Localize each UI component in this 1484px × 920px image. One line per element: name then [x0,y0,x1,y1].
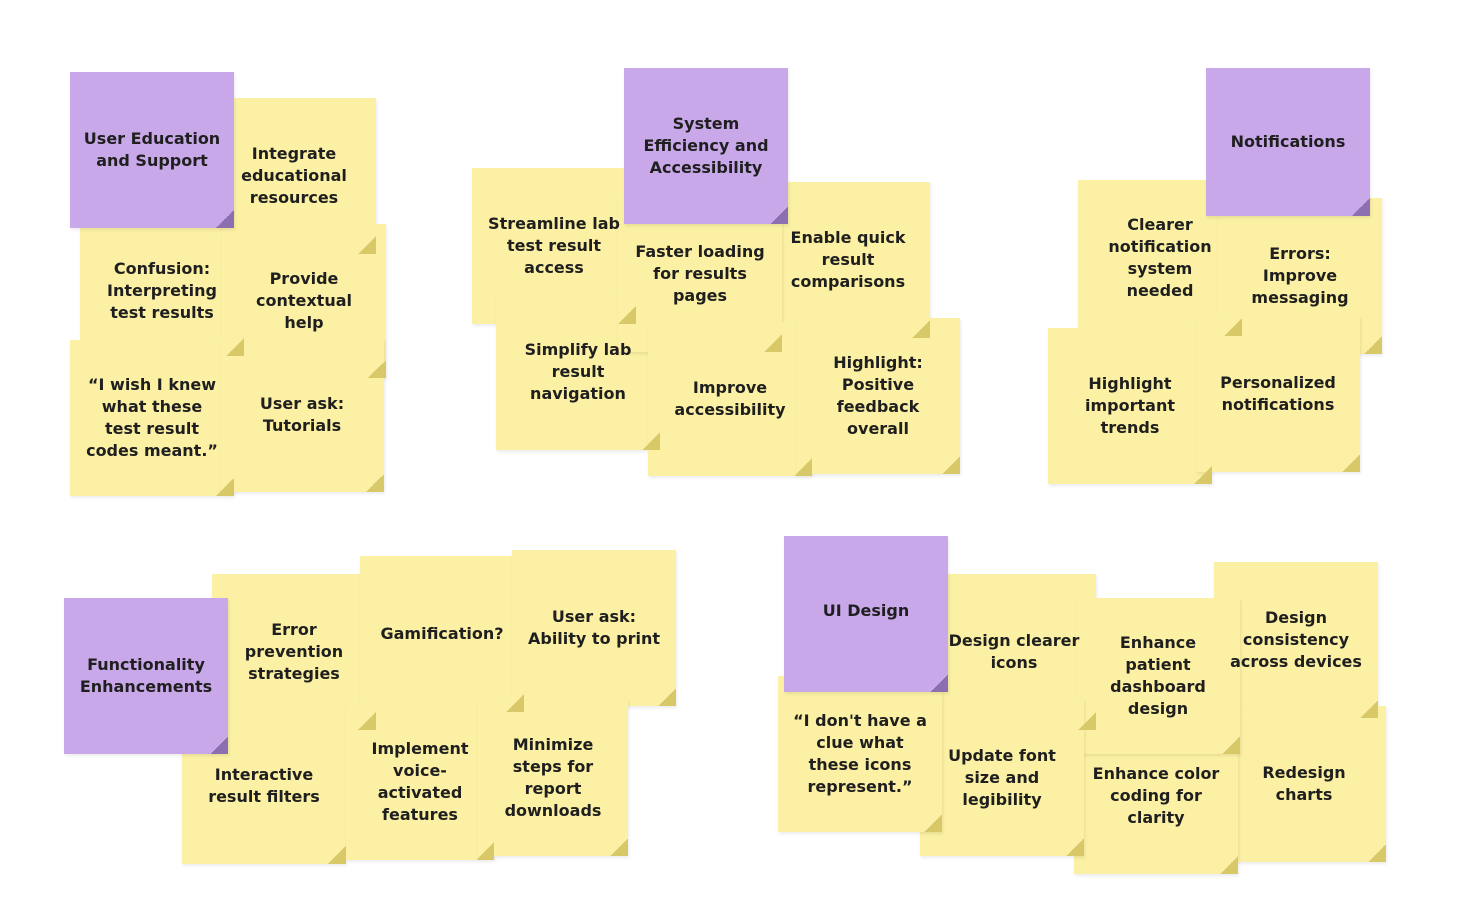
note-text: Provide contextual help [255,269,352,332]
note-text: Improve accessibility [674,378,786,419]
sticky-note[interactable]: Gamification? [360,556,524,712]
note-text: Design clearer icons [948,631,1080,672]
sticky-note[interactable]: Confusion: Interpreting test results [80,226,244,356]
group-header-ui-design[interactable]: UI Design [784,536,948,692]
group-header-system-efficiency[interactable]: System Efficiency and Accessibility [624,68,788,224]
note-text: Implement voice- activated features [371,739,469,824]
sticky-note[interactable]: Update font size and legibility [920,700,1084,856]
sticky-note[interactable]: Minimize steps for report downloads [478,700,628,856]
note-text: User ask: Tutorials [259,394,345,435]
sticky-note[interactable]: Design consistency across devices [1214,562,1378,718]
group-header-notifications[interactable]: Notifications [1206,68,1370,216]
note-text: Redesign charts [1262,763,1346,804]
sticky-note[interactable]: Personalized notifications [1196,316,1360,472]
note-text: User ask: Ability to print [527,607,660,648]
sticky-note[interactable]: “I wish I knew what these test result co… [70,340,234,496]
sticky-note[interactable]: User ask: Ability to print [512,550,676,706]
note-text: Minimize steps for report downloads [504,735,602,820]
sticky-note[interactable]: Improve accessibility [648,322,812,476]
note-text: Simplify lab result navigation [524,340,632,403]
note-text: Design consistency across devices [1230,608,1362,671]
sticky-note[interactable]: “I don't have a clue what these icons re… [778,676,942,832]
header-text: UI Design [822,601,910,620]
note-text: Faster loading for results pages [635,242,765,305]
sticky-note[interactable]: Interactive result filters [182,708,346,864]
note-text: Integrate educational resources [241,144,347,207]
group-header-user-education[interactable]: User Education and Support [70,72,234,228]
note-text: Enhance color coding for clarity [1092,764,1220,827]
note-text: Clearer notification system needed [1108,215,1212,300]
sticky-note[interactable]: User ask: Tutorials [220,338,384,492]
note-text: Update font size and legibility [948,746,1056,809]
header-text: Notifications [1230,132,1346,151]
sticky-note[interactable]: Enhance patient dashboard design [1076,598,1240,754]
note-text: Interactive result filters [208,765,320,806]
sticky-note[interactable]: Implement voice- activated features [346,704,494,860]
note-text: Errors: Improve messaging [1251,244,1349,307]
note-text: “I wish I knew what these test result co… [86,375,218,460]
group-header-functionality[interactable]: Functionality Enhancements [64,598,228,754]
header-text: System Efficiency and Accessibility [643,114,769,177]
sticky-note[interactable]: Redesign charts [1222,706,1386,862]
header-text: User Education and Support [83,129,221,170]
sticky-note[interactable]: Highlight: Positive feedback overall [796,318,960,474]
note-text: Enhance patient dashboard design [1110,633,1206,718]
note-text: Confusion: Interpreting test results [107,259,217,322]
note-text: Error prevention strategies [244,620,344,683]
note-text: Streamline lab test result access [488,214,620,277]
sticky-note[interactable]: Enable quick result comparisons [766,182,930,338]
note-text: Gamification? [380,624,504,643]
note-text: Enable quick result comparisons [790,228,906,291]
note-text: Highlight important trends [1085,374,1175,437]
header-text: Functionality Enhancements [79,655,213,696]
sticky-note[interactable]: Highlight important trends [1048,328,1212,484]
note-text: Personalized notifications [1220,373,1336,414]
note-text: “I don't have a clue what these icons re… [793,711,927,796]
note-text: Highlight: Positive feedback overall [833,353,923,438]
